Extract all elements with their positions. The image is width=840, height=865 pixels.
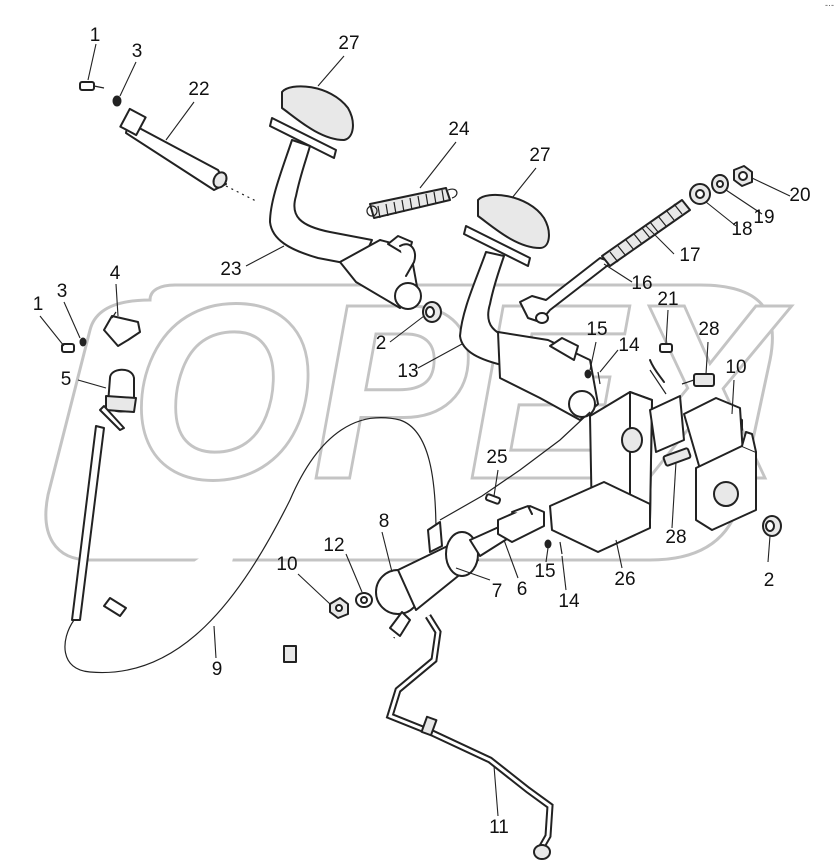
watermark-text: OPEX [130, 252, 792, 531]
corner-mark: -·- [825, 0, 834, 10]
callout-21: 21 [657, 289, 678, 310]
hose-line-11 [385, 614, 554, 860]
callout-24: 24 [448, 119, 470, 140]
return-spring-upper [366, 187, 458, 219]
reservoir-feed-line [64, 411, 591, 674]
callout-28-lower: 28 [665, 527, 686, 548]
washer-15-upper [584, 369, 592, 379]
callout-11: 11 [489, 817, 509, 838]
pedal-arm-lower [459, 251, 599, 421]
pedal-pad-lower [463, 193, 550, 267]
callout-28-upper: 28 [698, 319, 719, 340]
callout-22: 22 [188, 79, 209, 100]
nut-20 [733, 165, 753, 187]
callout-3-left: 3 [57, 281, 68, 302]
bolt-28-upper [681, 373, 715, 387]
callout-3-top: 3 [132, 41, 143, 62]
callout-26: 26 [614, 569, 635, 590]
master-cylinder [375, 521, 519, 637]
callout-10-left: 10 [276, 554, 297, 575]
bracket-ear-right [683, 397, 757, 531]
callout-19: 19 [753, 207, 774, 228]
reservoir [71, 368, 137, 621]
callout-13: 13 [397, 361, 418, 382]
cotter-pin-14-lower [559, 541, 563, 555]
callout-1-left: 1 [33, 294, 44, 315]
callout-12: 12 [323, 535, 344, 556]
pedal-pad-upper [269, 85, 354, 159]
pedal-shaft [119, 107, 259, 203]
callout-7: 7 [492, 581, 503, 602]
callout-25: 25 [486, 447, 507, 468]
callout-8: 8 [379, 511, 390, 532]
callout-14-lower: 14 [558, 591, 580, 612]
callout-16: 16 [631, 273, 652, 294]
callout-5: 5 [61, 369, 72, 390]
callouts: 1 3 22 27 24 27 20 19 18 17 16 23 2 21 2… [33, 25, 811, 838]
hose-clamp [103, 311, 141, 347]
callout-18: 18 [731, 219, 752, 240]
pedal-arm-upper [269, 139, 422, 310]
nut-18 [689, 183, 711, 205]
watermark: OPEX [44, 251, 794, 562]
clevis-fork [497, 505, 545, 543]
callout-27-lower: 27 [529, 145, 550, 166]
washer-19 [711, 174, 729, 194]
watermark-outline [44, 283, 774, 562]
bushing-lower [762, 515, 782, 537]
rod-spring [601, 199, 691, 267]
pedal-bracket [549, 359, 685, 553]
callout-15-lower: 15 [534, 561, 555, 582]
callout-1-top: 1 [90, 25, 101, 46]
washer-15-lower [544, 539, 552, 549]
callout-14-upper: 14 [618, 335, 640, 356]
callout-9: 9 [212, 659, 223, 680]
pin-21 [659, 343, 673, 353]
washer-3-left [79, 337, 87, 347]
bolt-top-left [79, 81, 105, 91]
callout-2-upper: 2 [376, 333, 387, 354]
callout-27-upper: 27 [338, 33, 359, 54]
washer-12 [355, 592, 373, 608]
pin-25 [484, 493, 502, 505]
callout-6: 6 [517, 579, 528, 600]
bolt-28-lower [662, 447, 692, 467]
callout-15-upper: 15 [586, 319, 607, 340]
callout-17: 17 [679, 245, 700, 266]
callout-20: 20 [789, 185, 810, 206]
washer-top-left [112, 95, 122, 107]
bushing-upper [422, 301, 442, 323]
hose-line-9 [103, 548, 396, 692]
cotter-pin-14-upper [597, 371, 601, 385]
nut-10-left [329, 597, 349, 619]
callout-23: 23 [220, 259, 241, 280]
callout-2-lower: 2 [764, 570, 775, 591]
leader-lines [39, 43, 791, 817]
bolt-1-left [61, 343, 75, 353]
callout-10-right: 10 [725, 357, 746, 378]
callout-4: 4 [110, 263, 121, 284]
